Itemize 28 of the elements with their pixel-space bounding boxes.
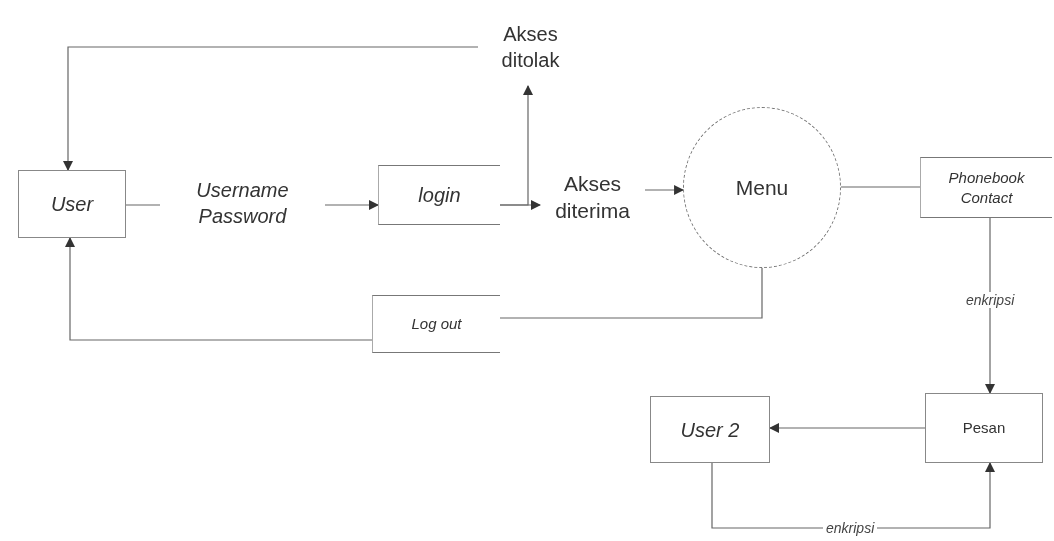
data-store [372,295,500,353]
data-store [378,165,500,225]
process-box [925,393,1043,463]
connector-line [840,186,921,188]
arrow [324,200,379,210]
node-label: User 2 [680,417,740,443]
arrow [985,217,995,394]
edge-label: enkripsi [823,520,878,536]
arrow [65,237,373,341]
flow-label: Akses ditolak [500,22,561,73]
arrow [769,423,926,433]
node-label: Log out [411,314,462,334]
arrow [63,46,479,171]
edge-label: enkripsi [963,292,1018,308]
arrow [499,85,533,206]
process-box [650,396,770,463]
node-label: Menu [735,174,789,201]
node-label: Pesan [962,418,1006,438]
node-label: login [418,183,461,208]
node-label: User [50,192,94,217]
connector-line [499,267,763,319]
flow-label: Username Password [195,177,290,229]
data-store [920,157,1052,218]
process-box [18,170,126,238]
flow-label: Akses diterima [554,170,631,224]
arrow [644,185,685,195]
node-label: Phonebook Contact [947,168,1026,207]
connector-line [125,204,161,206]
